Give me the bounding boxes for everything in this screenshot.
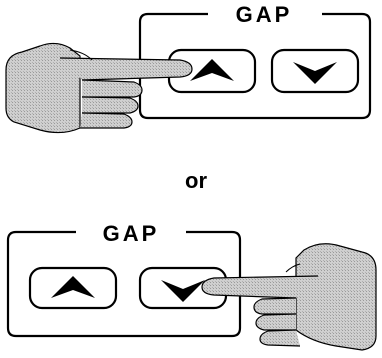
- top-gap-panel: GAP: [5, 2, 372, 134]
- right-hand-finger-4: [259, 329, 301, 347]
- bottom-gap-panel: GAP: [6, 221, 377, 351]
- right-hand-palm: [295, 243, 377, 351]
- left-hand-finger-4: [80, 112, 133, 129]
- up-arrow-icon: [190, 59, 234, 81]
- top-panel-label: GAP: [236, 2, 293, 27]
- top-panel-frame: [138, 12, 372, 120]
- right-hand-finger-2: [253, 297, 297, 315]
- bottom-panel-label: GAP: [103, 221, 160, 246]
- down-arrow-icon: [161, 280, 205, 302]
- left-hand-finger-2: [81, 79, 143, 98]
- left-hand-index-finger: [59, 57, 193, 81]
- bottom-up-button[interactable]: [28, 266, 118, 310]
- or-separator: or: [185, 168, 207, 193]
- right-hand-pointer: [201, 243, 377, 351]
- top-down-button[interactable]: [270, 48, 360, 94]
- up-arrow-icon: [51, 276, 95, 298]
- left-hand-palm: [5, 42, 81, 134]
- right-hand-index-finger: [201, 275, 319, 299]
- right-hand-finger-3: [255, 313, 297, 331]
- left-hand-finger-3: [81, 96, 139, 114]
- bottom-panel-frame: [6, 230, 242, 338]
- down-arrow-icon: [293, 62, 337, 84]
- left-hand-pointer: [5, 42, 193, 134]
- top-up-button[interactable]: [167, 48, 257, 94]
